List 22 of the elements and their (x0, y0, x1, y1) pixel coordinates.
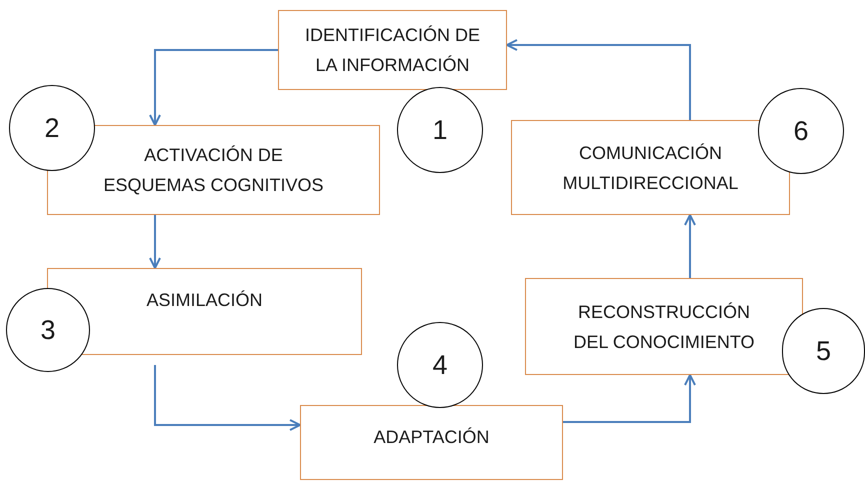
arrow (684, 214, 696, 278)
step-label: COMUNICACIÓN MULTIDIRECCIONAL (562, 142, 740, 194)
arrow (154, 365, 301, 431)
step-label: RECONSTRUCCIÓN DEL CONOCIMIENTO (572, 300, 756, 354)
step-number: 1 (432, 114, 448, 147)
process-box (278, 10, 507, 90)
process-box (525, 278, 803, 375)
step-label: ADAPTACIÓN (374, 426, 490, 449)
step-number: 3 (40, 314, 56, 347)
step-label: IDENTIFICACIÓN DE LA INFORMACIÓN (304, 24, 481, 77)
step-number: 6 (793, 114, 809, 148)
arrow (563, 374, 696, 423)
arrow (149, 215, 161, 269)
step-number: 2 (44, 112, 60, 145)
step-number: 5 (816, 334, 832, 368)
step-label: ASIMILACIÓN (146, 289, 263, 312)
step-number: 4 (432, 348, 448, 382)
process-box (300, 405, 563, 480)
arrow (149, 49, 278, 126)
arrow (506, 39, 691, 120)
step-label: ACTIVACIÓN DE ESQUEMAS COGNITIVOS (102, 144, 325, 197)
process-box (511, 120, 790, 215)
